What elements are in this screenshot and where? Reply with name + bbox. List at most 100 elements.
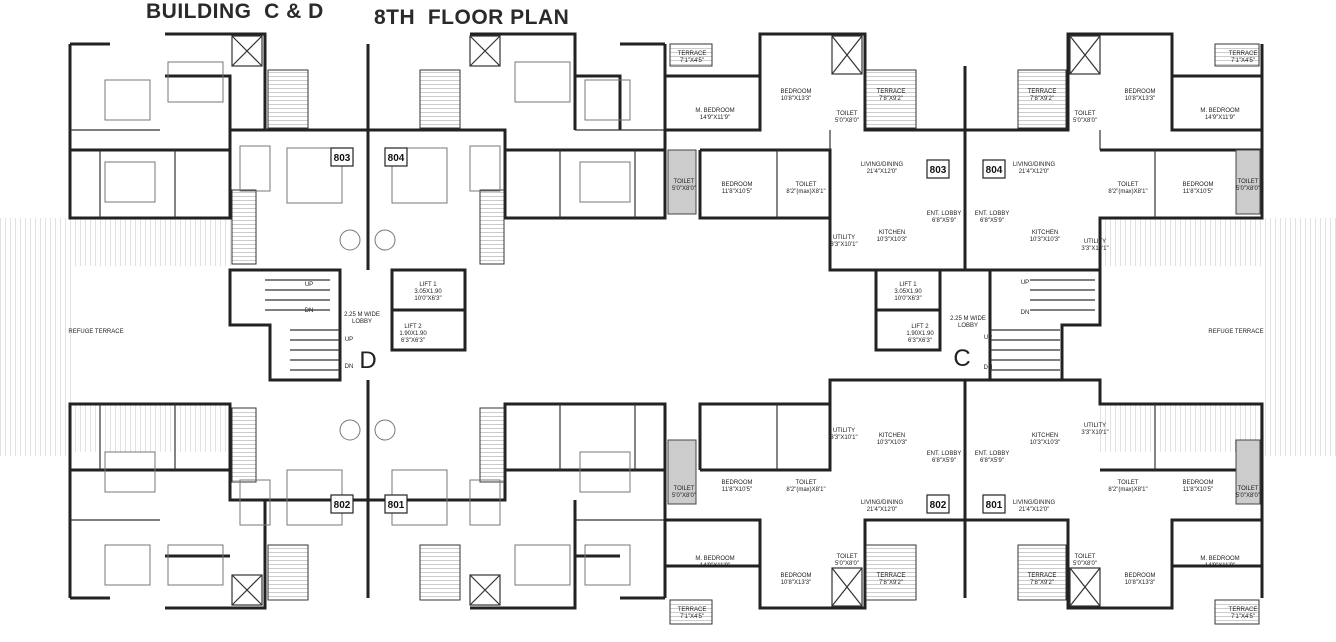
stair-c-up-2: UP — [984, 335, 992, 341]
stair-d-dn-2: DN — [345, 364, 354, 370]
room-label: 5'0"X8'0" — [1236, 186, 1260, 192]
lift1-c-title: LIFT 1 — [899, 282, 917, 288]
room-label: ENT. LOBBY — [975, 451, 1010, 457]
flat-801-c: 801 — [986, 500, 1003, 511]
room-label: 7'1"X4'5" — [680, 614, 704, 620]
room-label: 11'8"X10'5" — [722, 487, 752, 493]
room-label: 10'3"X10'3" — [1030, 440, 1061, 446]
room-label: 6'8"X5'9" — [980, 458, 1004, 464]
flat-801-d: 801 — [388, 500, 405, 511]
block-d-letter: D — [359, 347, 376, 374]
stair-c-dn-2: DN — [984, 365, 993, 371]
refuge-terrace-right — [1262, 218, 1336, 456]
room-label: 21'4"X12'0" — [867, 169, 898, 175]
refuge-label-left: REFUGE TERRACE — [68, 329, 123, 335]
room-label: 7'8"X9'2" — [879, 96, 903, 102]
room-label: 10'8"X13'3" — [781, 96, 812, 102]
room-label: TOILET — [837, 554, 858, 560]
refuge-band-right-bottom — [1100, 404, 1262, 452]
flat-803-c: 803 — [930, 165, 947, 176]
lift2-c-metric: 1.90X1.90 — [906, 331, 934, 337]
block-c-letter: C — [953, 345, 970, 372]
room-label: UTILITY — [1084, 423, 1106, 429]
room-label: BEDROOM — [780, 573, 811, 579]
room-label: LIVING/DINING — [1013, 500, 1056, 506]
room-label: 11'8"X10'5" — [722, 189, 752, 195]
room-label: 10'8"X13'3" — [781, 580, 812, 586]
lift1-d-metric: 3.05X1.90 — [414, 289, 442, 295]
room-label: KITCHEN — [1032, 433, 1058, 439]
room-label: 8'2"(max)X8'1" — [786, 487, 825, 493]
room-label: 21'4"X12'0" — [1019, 169, 1050, 175]
room-label: 8'2"(max)X8'1" — [1108, 487, 1147, 493]
refuge-terrace-left — [0, 218, 72, 456]
room-label: 11'8"X10'5" — [1183, 189, 1213, 195]
room-label: 5'0"X8'0" — [672, 186, 696, 192]
building-d — [68, 32, 667, 610]
room-label: 7'1"X4'5" — [680, 58, 704, 64]
room-label: 5'0"X8'0" — [672, 493, 696, 499]
room-label: KITCHEN — [879, 230, 905, 236]
room-label: 7'8"X9'2" — [879, 580, 903, 586]
room-label: 10'3"X10'3" — [877, 237, 908, 243]
stair-d-dn-1: DN — [305, 308, 314, 314]
room-label: TOILET — [1238, 179, 1259, 185]
room-label: BEDROOM — [721, 480, 752, 486]
room-label: 10'3"X10'3" — [877, 440, 908, 446]
building-c — [663, 32, 1264, 625]
room-label: LIVING/DINING — [861, 162, 904, 168]
flat-804-d: 804 — [388, 153, 405, 164]
lift2-d-imperial: 6'3"X6'3" — [401, 338, 425, 344]
lift1-c-metric: 3.05X1.90 — [894, 289, 922, 295]
room-label: ENT. LOBBY — [927, 451, 962, 457]
room-label: TOILET — [1118, 182, 1139, 188]
lift1-d-title: LIFT 1 — [419, 282, 437, 288]
lift1-d-imperial: 10'0"X6'3" — [414, 296, 441, 302]
room-label: 10'8"X13'3" — [1125, 96, 1156, 102]
room-label: TERRACE — [1229, 607, 1258, 613]
flat-802-c: 802 — [930, 500, 947, 511]
room-label: LIVING/DINING — [861, 500, 904, 506]
room-label: 8'2"(max)X8'1" — [786, 189, 825, 195]
room-label: M. BEDROOM — [1200, 556, 1239, 562]
room-label: 7'8"X9'2" — [1030, 580, 1054, 586]
room-label: 14'9"X11'9" — [700, 563, 730, 569]
room-label: TOILET — [1118, 480, 1139, 486]
room-label: 11'8"X10'5" — [1183, 487, 1213, 493]
room-label: 7'1"X4'5" — [1231, 614, 1255, 620]
lift2-d-metric: 1.90X1.90 — [399, 331, 427, 337]
room-label: ENT. LOBBY — [975, 211, 1010, 217]
room-label: UTILITY — [833, 428, 855, 434]
room-label: M. BEDROOM — [695, 108, 734, 114]
lobby-d-width: 2.25 M WIDE — [344, 312, 380, 318]
building-title: BUILDING C & D — [146, 0, 324, 23]
room-label: 14'9"X11'9" — [1205, 563, 1235, 569]
room-label: 14'9"X11'9" — [700, 115, 730, 121]
stair-c-up-1: UP — [1021, 280, 1029, 286]
lift2-d-title: LIFT 2 — [404, 324, 422, 330]
room-label: TERRACE — [678, 607, 707, 613]
room-label: 5'0"X8'0" — [835, 561, 859, 567]
room-label: TOILET — [674, 486, 695, 492]
room-label: BEDROOM — [780, 89, 811, 95]
stair-c-dn-1: DN — [1021, 310, 1030, 316]
room-label: 5'0"X8'0" — [1073, 561, 1097, 567]
room-label: M. BEDROOM — [1200, 108, 1239, 114]
room-label: TERRACE — [678, 51, 707, 57]
room-label: UTILITY — [833, 235, 855, 241]
room-label: LIVING/DINING — [1013, 162, 1056, 168]
room-label: 10'3"X10'3" — [1030, 237, 1061, 243]
room-label: 10'8"X13'3" — [1125, 580, 1156, 586]
lobby-d-label: LOBBY — [352, 319, 372, 325]
room-label: BEDROOM — [1124, 89, 1155, 95]
room-label: 21'4"X12'0" — [867, 507, 898, 513]
room-label: 5'0"X8'0" — [1073, 118, 1097, 124]
lobby-c-width: 2.25 M WIDE — [950, 316, 986, 322]
refuge-band-left-top — [72, 218, 232, 266]
lift2-c-title: LIFT 2 — [911, 324, 929, 330]
room-label: BEDROOM — [721, 182, 752, 188]
room-label: 3'3"X10'1" — [1081, 430, 1108, 436]
refuge-band-right-top — [1100, 218, 1262, 266]
room-label: 7'8"X9'2" — [1030, 96, 1054, 102]
